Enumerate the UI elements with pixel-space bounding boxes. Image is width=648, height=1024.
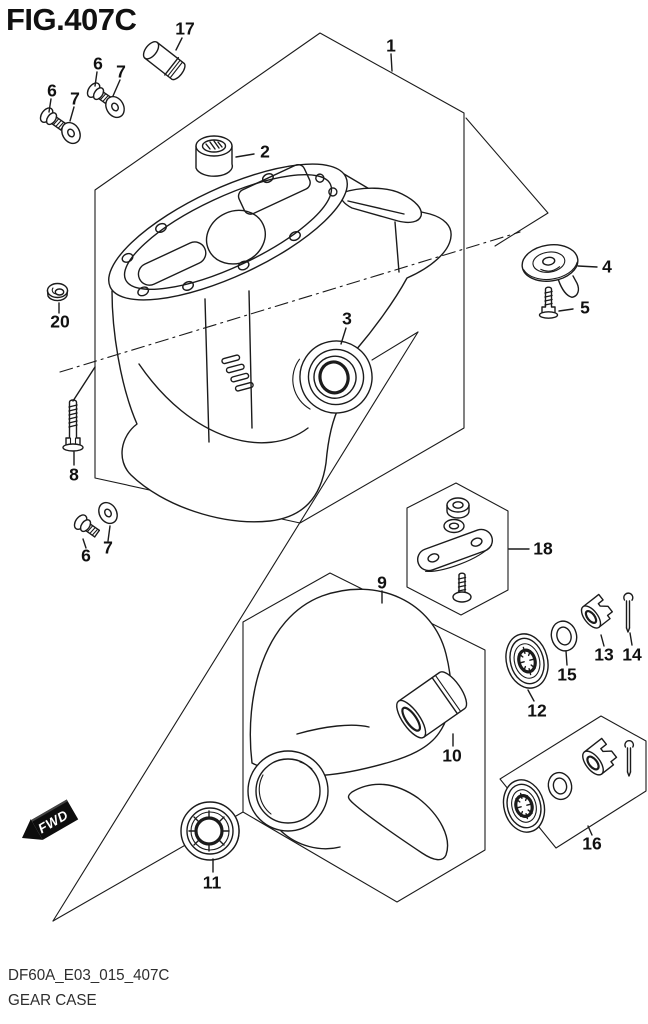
part-label-8: 8 [69,464,79,485]
part-label-1: 1 [386,35,396,56]
part-label-6b: 6 [47,80,57,101]
bolt-18 [452,572,472,603]
drawing-code: DF60A_E03_015_407C [8,967,170,984]
spline-washer-12 [505,633,549,689]
washer-7-set1 [105,95,125,119]
part-label-7a: 7 [116,61,126,82]
washer-15 [550,620,578,652]
part-label-7b: 7 [70,88,80,109]
bearing-3 [292,340,373,414]
leader-lines [48,37,633,873]
water-intake-slats [221,354,254,392]
gear-case-flange [108,163,348,301]
bolt-5 [538,286,559,319]
bolt-6-set3 [73,514,101,538]
part-label-12: 12 [527,700,547,721]
bushing-2 [195,135,234,177]
part-label-2: 2 [260,141,270,162]
washer-7-set3 [98,501,118,525]
part-label-4: 4 [602,256,612,277]
part-label-10: 10 [442,745,462,766]
pin-17 [142,41,186,81]
cotter-pin-14 [623,592,634,633]
prop-shaft-centerline [59,231,521,373]
part-label-6a: 6 [93,53,103,74]
spacer-10 [396,671,468,739]
part-label-20: 20 [50,311,70,332]
part-label-14: 14 [622,644,642,665]
part-label-6c: 6 [81,545,91,566]
trim-tab-4 [521,244,580,298]
part-label-17: 17 [175,18,195,39]
part-label-16: 16 [582,833,602,854]
propeller [231,588,452,861]
castle-nut-13 [580,593,614,629]
seal-ring-11 [180,801,240,861]
part-label-15: 15 [557,664,577,685]
figure-title: FIG.407C [6,2,137,37]
part-label-18: 18 [533,538,553,559]
nut-20 [46,282,69,302]
prop-nut-kit-16 [499,715,647,849]
washer-7-set2 [61,121,81,145]
part-label-5: 5 [580,297,590,318]
part-label-9: 9 [377,572,387,593]
part-label-13: 13 [594,644,614,665]
gear-case-group-box [94,32,465,524]
trim-tab-pointer [465,117,549,247]
propeller-group-box [242,572,486,903]
drawing-title: GEAR CASE [8,992,97,1009]
part-label-3: 3 [342,308,352,329]
bracket-kit-18 [406,482,509,616]
bolt-8 [62,399,84,452]
part-label-7c: 7 [103,537,113,558]
part-label-11: 11 [202,872,222,893]
